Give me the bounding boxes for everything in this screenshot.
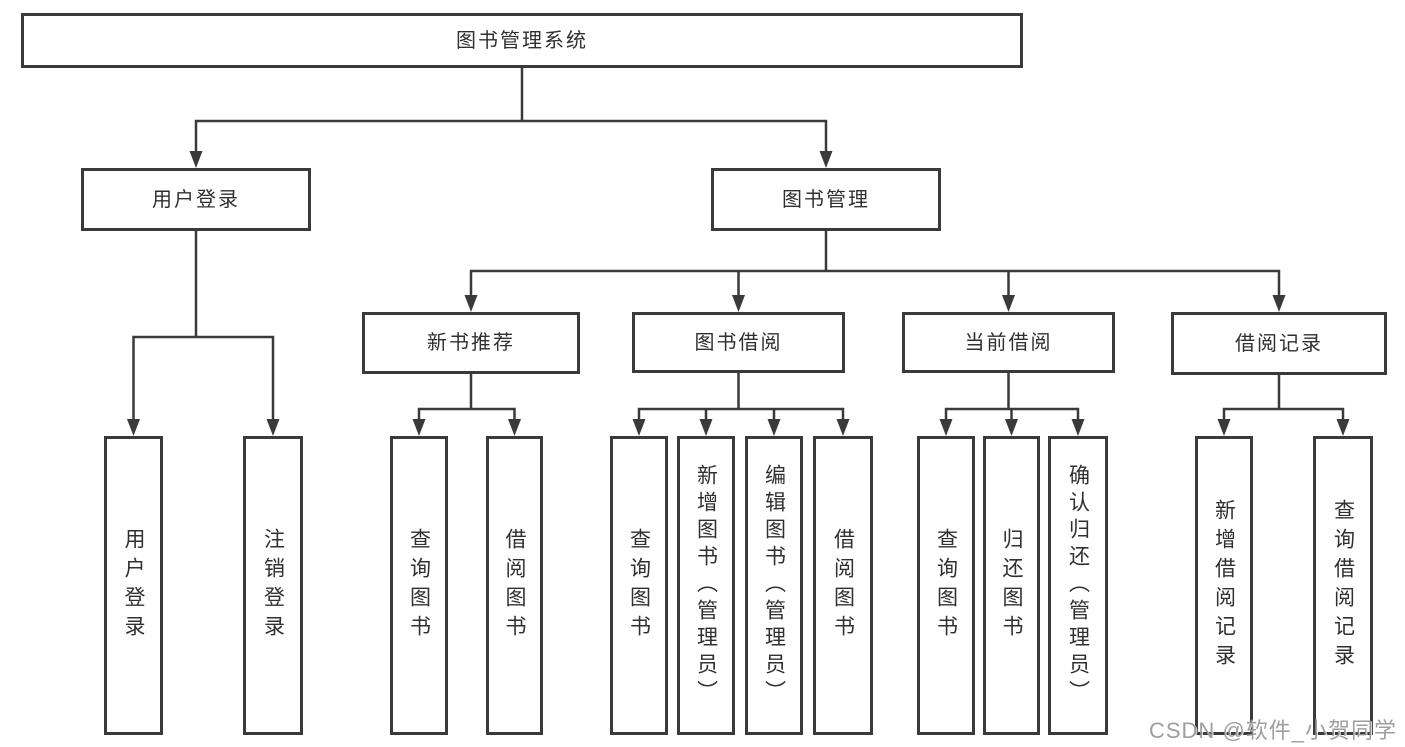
leaf-label: 归还图书 [1000, 527, 1023, 644]
node-label: 新书推荐 [427, 332, 515, 354]
leaf-label: 注销登录 [261, 527, 285, 644]
leaf-edit-book-admin: 编辑图书（管理员） [745, 436, 803, 735]
leaf-borrow-book-borrowing: 借阅图书 [813, 436, 873, 735]
leaf-borrow-book-newbook: 借阅图书 [486, 436, 543, 735]
node-library-management-system: 图书管理系统 [21, 13, 1023, 68]
leaf-search-book-borrowing: 查询图书 [610, 436, 668, 735]
node-label: 图书借阅 [694, 331, 783, 354]
leaf-label: 借阅图书 [831, 527, 855, 644]
leaf-logout: 注销登录 [243, 436, 303, 735]
node-label: 借阅记录 [1235, 332, 1323, 355]
leaf-search-borrow-record: 查询借阅记录 [1313, 436, 1373, 735]
leaf-label: 查询借阅记录 [1331, 498, 1355, 673]
leaf-label: 借阅图书 [503, 527, 526, 644]
leaf-label: 编辑图书（管理员） [762, 464, 786, 707]
node-label: 图书管理系统 [456, 29, 588, 52]
leaf-user-login: 用户登录 [104, 436, 163, 735]
leaf-label: 用户登录 [122, 527, 145, 644]
leaf-return-book: 归还图书 [983, 436, 1040, 735]
leaf-label: 查询图书 [627, 527, 651, 644]
node-new-book-recommend: 新书推荐 [362, 312, 580, 374]
leaf-add-book-admin: 新增图书（管理员） [677, 436, 735, 735]
leaf-search-book-newbook: 查询图书 [390, 436, 448, 735]
node-book-borrowing: 图书借阅 [632, 312, 845, 373]
node-label: 用户登录 [152, 188, 240, 211]
leaf-confirm-return-admin: 确认归还（管理员） [1048, 436, 1108, 735]
csdn-watermark: CSDN @软件_小贺同学 [1148, 718, 1397, 743]
leaf-label: 查询图书 [934, 527, 958, 644]
node-label: 图书管理 [782, 188, 870, 211]
node-user-login: 用户登录 [81, 168, 311, 231]
leaf-label: 查询图书 [407, 527, 431, 644]
node-label: 当前借阅 [964, 331, 1053, 354]
node-book-management: 图书管理 [711, 168, 941, 231]
leaf-add-borrow-record: 新增借阅记录 [1195, 436, 1253, 735]
leaf-label: 确认归还（管理员） [1066, 464, 1090, 707]
leaf-search-book-current: 查询图书 [917, 436, 975, 735]
leaf-label: 新增图书（管理员） [694, 464, 718, 707]
leaf-label: 新增借阅记录 [1212, 498, 1236, 673]
node-current-borrowing: 当前借阅 [902, 312, 1115, 373]
node-borrow-records: 借阅记录 [1171, 312, 1387, 375]
